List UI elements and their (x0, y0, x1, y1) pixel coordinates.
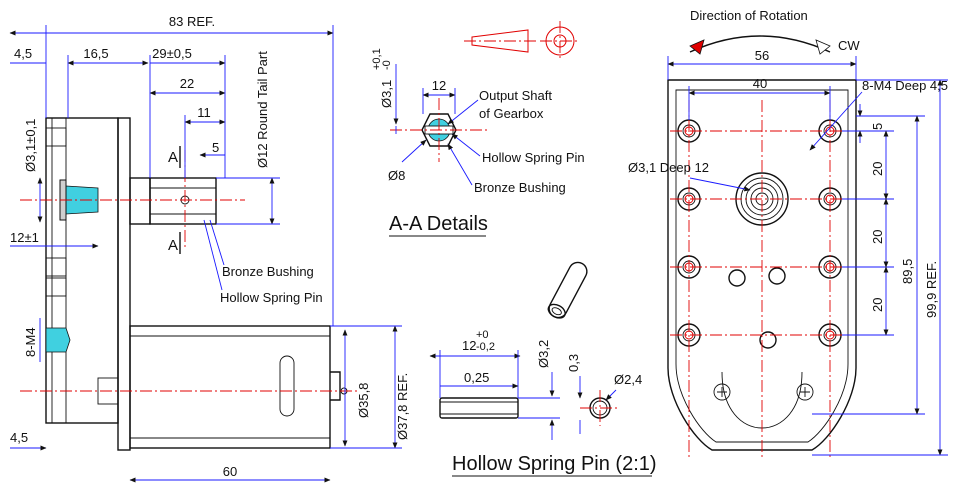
rotation-arrow (689, 35, 831, 53)
section-mark-top: A (168, 149, 178, 166)
aa-label-bushing: Bronze Bushing (474, 180, 566, 195)
pin-dim-inner: Ø2,4 (614, 372, 642, 387)
dim-4-5-bottom: 4,5 (10, 430, 28, 445)
dim-11: 11 (197, 105, 211, 120)
section-mark-bottom: A (168, 237, 178, 254)
dim-thread: 8-M4 (23, 327, 38, 357)
gearbox-front-outline (667, 79, 857, 451)
front-dim-20b: 20 (870, 230, 885, 244)
dim-60: 60 (223, 464, 237, 479)
front-holes-label: 8-M4 Deep 4,5 (862, 78, 948, 93)
pin-dim-diameter: Ø3,2 (536, 340, 551, 368)
pin-title: Hollow Spring Pin (2:1) (452, 453, 657, 475)
dim-4-5-top: 4,5 (14, 46, 32, 61)
dim-motor-diameter: Ø35,8 (356, 383, 371, 418)
aa-dim-bore: Ø3,1 (379, 80, 394, 108)
gearbox-body (45, 117, 119, 424)
aa-details: Ø3,1 +0,1 -0 12 Ø8 Output Shaft of Gearb… (371, 48, 585, 237)
pin-dim-025: 0,25 (464, 370, 489, 385)
front-dim-20a: 20 (870, 162, 885, 176)
aa-dim-8: Ø8 (388, 168, 405, 183)
dim-22: 22 (180, 76, 194, 91)
front-dim-40: 40 (753, 76, 767, 91)
aa-dim-12: 12 (432, 78, 446, 93)
pin-tol-minus: -0,2 (476, 341, 495, 353)
front-dim-56: 56 (755, 48, 769, 63)
front-center-hole: Ø3,1 Deep 12 (628, 160, 709, 175)
spring-pin-side (439, 397, 519, 419)
aa-label-output-1: Output Shaft (479, 88, 552, 103)
aa-tol-minus: -0 (381, 60, 393, 70)
front-view: Direction of Rotation CW 56 40 8-M4 Deep… (628, 8, 948, 460)
front-dim-5: 5 (870, 123, 885, 130)
pin-dim-length: 12 (462, 338, 476, 353)
dim-16-5: 16,5 (83, 46, 108, 61)
output-shaft (149, 177, 217, 225)
round-tail-label: Ø12 Round Tail Part (255, 51, 270, 168)
aa-label-output-2: of Gearbox (479, 106, 544, 121)
hollow-spring-pin: 12 +0 -0,2 0,25 Ø3,2 0,3 Ø2,4 Hollow Spr… (429, 261, 657, 477)
side-view: 83 REF. 4,5 16,5 29±0,5 22 11 5 Ø12 Roun… (9, 14, 410, 483)
dim-shaft-diameter: Ø3,1±0,1 (23, 119, 38, 172)
mounting-holes (677, 119, 842, 347)
pin-dim-03: 0,3 (566, 354, 581, 372)
motor-body (129, 325, 331, 449)
dim-12-pm1: 12±1 (10, 230, 39, 245)
pin-tol-plus: +0 (476, 329, 489, 341)
rotation-label: Direction of Rotation (690, 8, 808, 23)
aa-tol-plus: +0,1 (371, 48, 383, 70)
front-dim-20c: 20 (870, 298, 885, 312)
dim-5: 5 (212, 140, 219, 155)
aa-label-spring-pin: Hollow Spring Pin (482, 150, 585, 165)
rotation-cw: CW (838, 38, 860, 53)
front-dim-99-9: 99,9 REF. (924, 261, 939, 318)
dim-29: 29±0,5 (152, 46, 192, 61)
dim-motor-ref: Ø37,8 REF. (395, 373, 410, 440)
front-dim-89-5: 89,5 (900, 259, 915, 284)
aa-title: A-A Details (389, 213, 488, 235)
dim-overall-length: 83 REF. (169, 14, 215, 29)
gearbox-plate (117, 117, 131, 451)
projection-symbol (464, 21, 580, 61)
label-bronze-bushing: Bronze Bushing (222, 264, 314, 279)
label-hollow-spring-pin: Hollow Spring Pin (220, 290, 323, 305)
